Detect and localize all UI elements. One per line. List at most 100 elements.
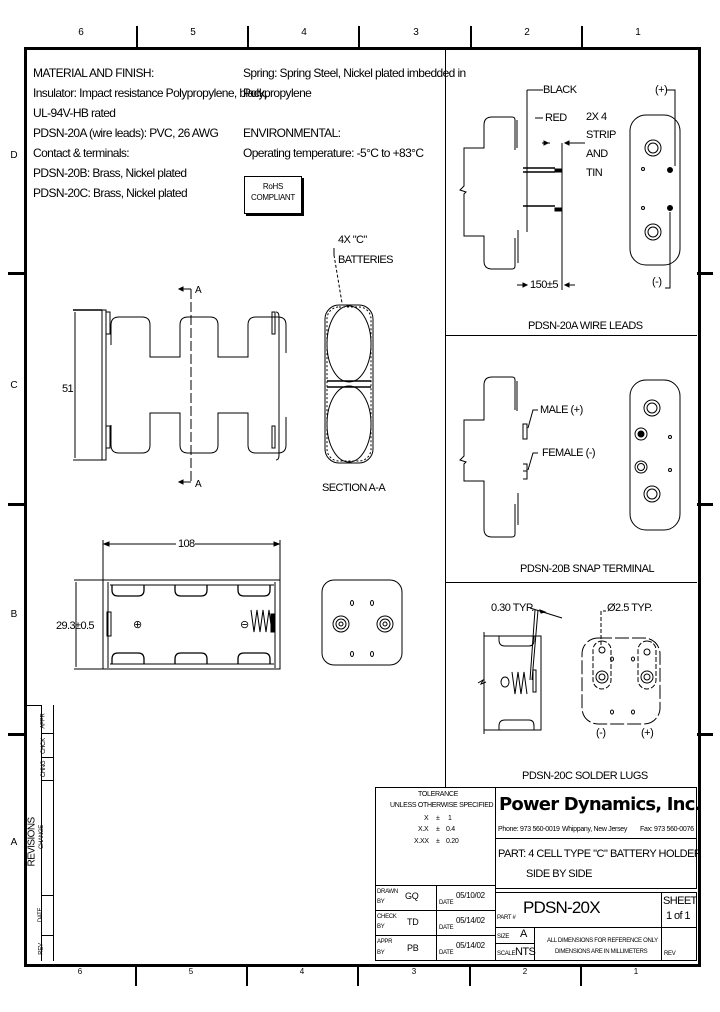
- company-cell: [495, 787, 697, 839]
- red-wire-label: RED: [545, 112, 567, 124]
- spring-note-cont: Polypropylene: [243, 86, 312, 100]
- ruler-label: 1: [633, 967, 639, 976]
- rev-label: REV: [664, 951, 676, 957]
- chck-column: CHCK: [40, 738, 47, 754]
- operating-temp-note: Operating temperature: -5°C to +83°C: [243, 146, 424, 160]
- ruler-label: 6: [78, 27, 84, 38]
- tolerance-sign: ±: [436, 815, 440, 822]
- rohs-label: RoHS: [262, 182, 284, 191]
- part-number-label: PART #: [497, 915, 516, 921]
- date-label: DATE: [439, 950, 454, 956]
- solder-positive-label: (+): [641, 727, 654, 739]
- approved-date: 05/14/02: [456, 941, 485, 950]
- tolerance-title: TOLERANCE: [418, 791, 458, 798]
- strip-label-3: AND: [586, 148, 608, 160]
- company-phone: Phone: 973 560-0019: [498, 826, 560, 833]
- male-terminal-label: MALE (+): [540, 404, 583, 416]
- drawing-frame: [24, 47, 701, 967]
- check-by-label: BY: [377, 924, 385, 930]
- check-by-initials: TD: [407, 917, 419, 927]
- tolerance-value: 0.4: [446, 826, 455, 833]
- environmental-heading: ENVIRONMENTAL:: [243, 126, 341, 140]
- panel-divider: [445, 582, 697, 583]
- ruler-label: B: [10, 609, 18, 620]
- ruler-label: 3: [413, 27, 419, 38]
- dim-length-108: 108: [178, 538, 195, 550]
- tolerance-key: X.XX: [414, 838, 429, 845]
- section-marker-top: A: [195, 285, 202, 296]
- tolerance-key: X: [424, 815, 429, 822]
- female-terminal-label: FEMALE (-): [542, 447, 596, 459]
- scale-label: SCALE: [497, 951, 516, 957]
- insulator-note: Insulator: Impact resistance Polypropyle…: [33, 86, 268, 100]
- tolerance-sign: ±: [436, 838, 440, 845]
- date-label: DATE: [439, 900, 454, 906]
- thickness-callout: 0.30 TYP.: [491, 602, 534, 614]
- dim-height-29: 29.3±0.5: [56, 620, 95, 632]
- ruler-label: C: [10, 380, 18, 391]
- company-location: Whippany, New Jersey: [562, 826, 628, 833]
- date-label: DATE: [439, 925, 454, 931]
- solder-lugs-title: PDSN-20C SOLDER LUGS: [522, 770, 648, 782]
- drawn-by-initials: GQ: [405, 891, 419, 901]
- part-description-cont: SIDE BY SIDE: [526, 868, 592, 880]
- drawn-by-label: BY: [377, 899, 385, 905]
- rohs-badge: RoHS COMPLIANT: [244, 176, 302, 214]
- tolerance-value: 1: [448, 815, 452, 822]
- size-label: SIZE: [497, 934, 510, 940]
- snap-terminal-title: PDSN-20B SNAP TERMINAL: [520, 563, 655, 575]
- solder-negative-label: (-): [596, 727, 606, 739]
- chng-column: CHNG: [41, 760, 48, 778]
- part-description-cell: [495, 838, 697, 889]
- ruler-label: 3: [411, 967, 417, 976]
- lead-length-label: 150±5: [530, 279, 559, 291]
- approved-by-label: BY: [377, 950, 385, 956]
- company-fax: Fax: 973 560-0076: [640, 826, 694, 833]
- part-description: PART: 4 CELL TYPE "C" BATTERY HOLDER: [498, 848, 702, 860]
- pdsn20c-note: PDSN-20C: Brass, Nickel plated: [33, 186, 188, 200]
- ruler-label: D: [10, 150, 18, 161]
- scale-value: NTS: [515, 946, 536, 958]
- wire-leads-title: PDSN-20A WIRE LEADS: [528, 320, 643, 332]
- pdsn20b-note: PDSN-20B: Brass, Nickel plated: [33, 166, 187, 180]
- date-column: DATE: [38, 907, 45, 923]
- ruler-label: 4: [299, 967, 305, 976]
- positive-label: (+): [655, 84, 668, 96]
- company-logo: Power Dynamics, Inc.: [499, 794, 701, 815]
- tolerance-value: 0.20: [446, 838, 459, 845]
- material-heading: MATERIAL AND FINISH:: [33, 66, 154, 80]
- dimensions-note-units: DIMENSIONS ARE IN MILLIMETERS: [555, 949, 648, 955]
- spring-note: Spring: Spring Steel, Nickel plated imbe…: [243, 66, 466, 80]
- tolerance-key: X.X: [418, 826, 429, 833]
- ruler-label: 2: [524, 27, 530, 38]
- panel-divider: [445, 50, 446, 787]
- batteries-callout-label: BATTERIES: [338, 254, 394, 266]
- ruler-label: 4: [301, 27, 307, 38]
- dim-height-51: 51: [62, 383, 74, 395]
- rating-note: UL-94V-HB rated: [33, 106, 116, 120]
- ruler-label: A: [10, 837, 18, 848]
- size-value: A: [520, 928, 527, 940]
- appr-column: APPR: [40, 713, 47, 729]
- minus-terminal-icon: ⊖: [240, 619, 249, 631]
- sheet-value: 1 of 1: [666, 910, 691, 922]
- rev-cell: [661, 927, 697, 961]
- black-wire-label: BLACK: [543, 84, 577, 96]
- ruler-label: 5: [188, 967, 194, 976]
- section-marker-bottom: A: [195, 479, 202, 490]
- check-date: 05/14/02: [456, 916, 485, 925]
- strip-label-4: TIN: [586, 167, 603, 179]
- check-by-label: CHECK: [377, 914, 397, 920]
- approved-by-initials: PB: [407, 943, 419, 953]
- rev-column: REV: [38, 943, 45, 955]
- wire-leads-note: PDSN-20A (wire leads): PVC, 26 AWG: [33, 126, 219, 140]
- plus-terminal-icon: ⊕: [133, 619, 142, 631]
- drawn-date: 05/10/02: [456, 891, 485, 900]
- strip-label-1: 2X 4: [586, 111, 607, 123]
- drawn-by-label: DRAWN: [377, 889, 398, 895]
